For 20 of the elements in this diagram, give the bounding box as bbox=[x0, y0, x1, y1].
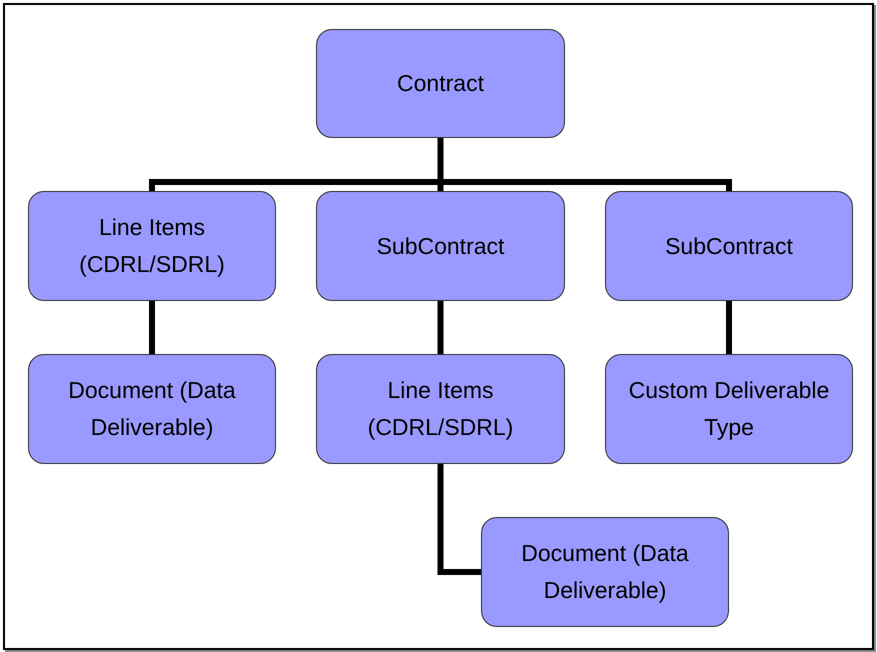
process-box bbox=[316, 191, 565, 301]
process-box bbox=[605, 191, 853, 301]
connector-line bbox=[438, 464, 481, 575]
process-box bbox=[28, 191, 276, 301]
process-box bbox=[316, 29, 565, 138]
process-box bbox=[605, 354, 853, 464]
process-box bbox=[316, 354, 565, 464]
node-label: Contract bbox=[397, 69, 484, 98]
connector-line bbox=[149, 301, 155, 354]
connector-line bbox=[726, 301, 732, 354]
connector-line bbox=[438, 301, 444, 354]
node-label: Document (Data Deliverable) bbox=[67, 376, 237, 442]
process-box bbox=[481, 517, 729, 627]
node-label: Custom Deliverable Type bbox=[628, 376, 830, 442]
node-label: Document (Data Deliverable) bbox=[520, 539, 690, 605]
node-label: Line Items (CDRL/SDRL) bbox=[78, 213, 226, 279]
node-label: SubContract bbox=[665, 232, 793, 260]
node-label: SubContract bbox=[376, 232, 504, 260]
node-label: Line Items (CDRL/SDRL) bbox=[366, 376, 514, 442]
process-box bbox=[28, 354, 276, 464]
